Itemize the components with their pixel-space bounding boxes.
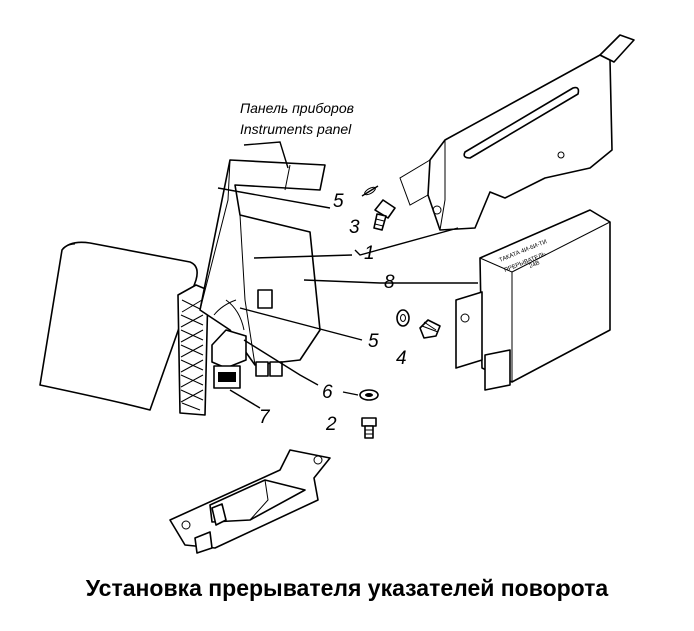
- callout-4: 4: [396, 348, 407, 369]
- bolt-3: [373, 199, 396, 231]
- panel-label-en: Instruments panel: [240, 121, 352, 137]
- relay-bracket-7: [169, 449, 331, 554]
- callout-5-upper: 5: [333, 191, 344, 212]
- module-marking-line3: 24В: [529, 260, 541, 270]
- callout-8: 8: [384, 272, 395, 293]
- panel-label-ru: Панель приборов: [240, 100, 354, 116]
- instrument-panel-part: [199, 159, 326, 377]
- callout-3: 3: [349, 217, 360, 238]
- washer-6: [359, 389, 379, 401]
- screw-4: [419, 319, 441, 339]
- callout-2: 2: [325, 414, 337, 435]
- callout-7: 7: [259, 407, 271, 428]
- callout-6: 6: [322, 382, 333, 403]
- panel-clamp-assembly: [211, 299, 247, 389]
- insulation-strip: [177, 284, 209, 416]
- washer-5-lower: [396, 309, 410, 327]
- flasher-relay-module: ТАКАТА 4И-6И-ТИ ПРЕРЫВАТЕЛЬ 24В: [455, 209, 611, 391]
- leader-lines: [217, 141, 478, 409]
- callout-5-lower: 5: [368, 331, 379, 352]
- callout-1: 1: [364, 243, 375, 264]
- mounting-bracket: [399, 34, 635, 231]
- cotter-pin-upper: [361, 185, 379, 197]
- dashboard-side-wall: [39, 241, 198, 411]
- screw-2: [361, 417, 377, 439]
- figure-caption: Установка прерывателя указателей поворот…: [86, 575, 609, 601]
